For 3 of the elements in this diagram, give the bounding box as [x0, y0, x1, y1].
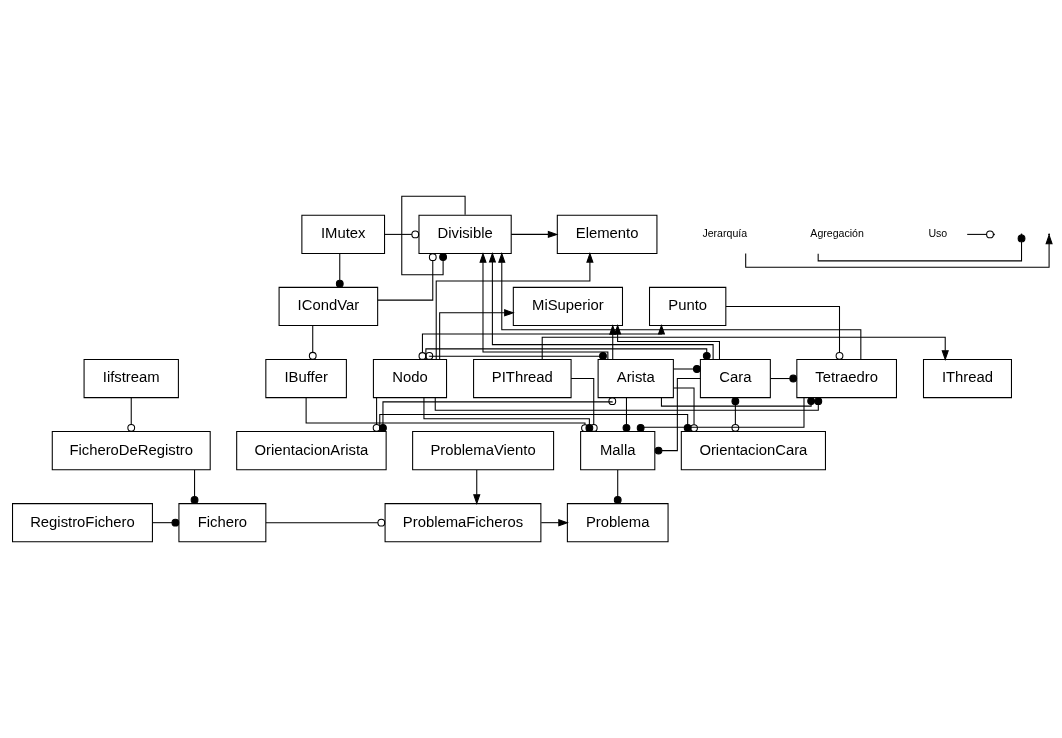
legend-label: Agregación: [810, 227, 864, 240]
legend-label: Uso: [928, 227, 948, 240]
legend-label: Jerarquía: [702, 227, 748, 240]
